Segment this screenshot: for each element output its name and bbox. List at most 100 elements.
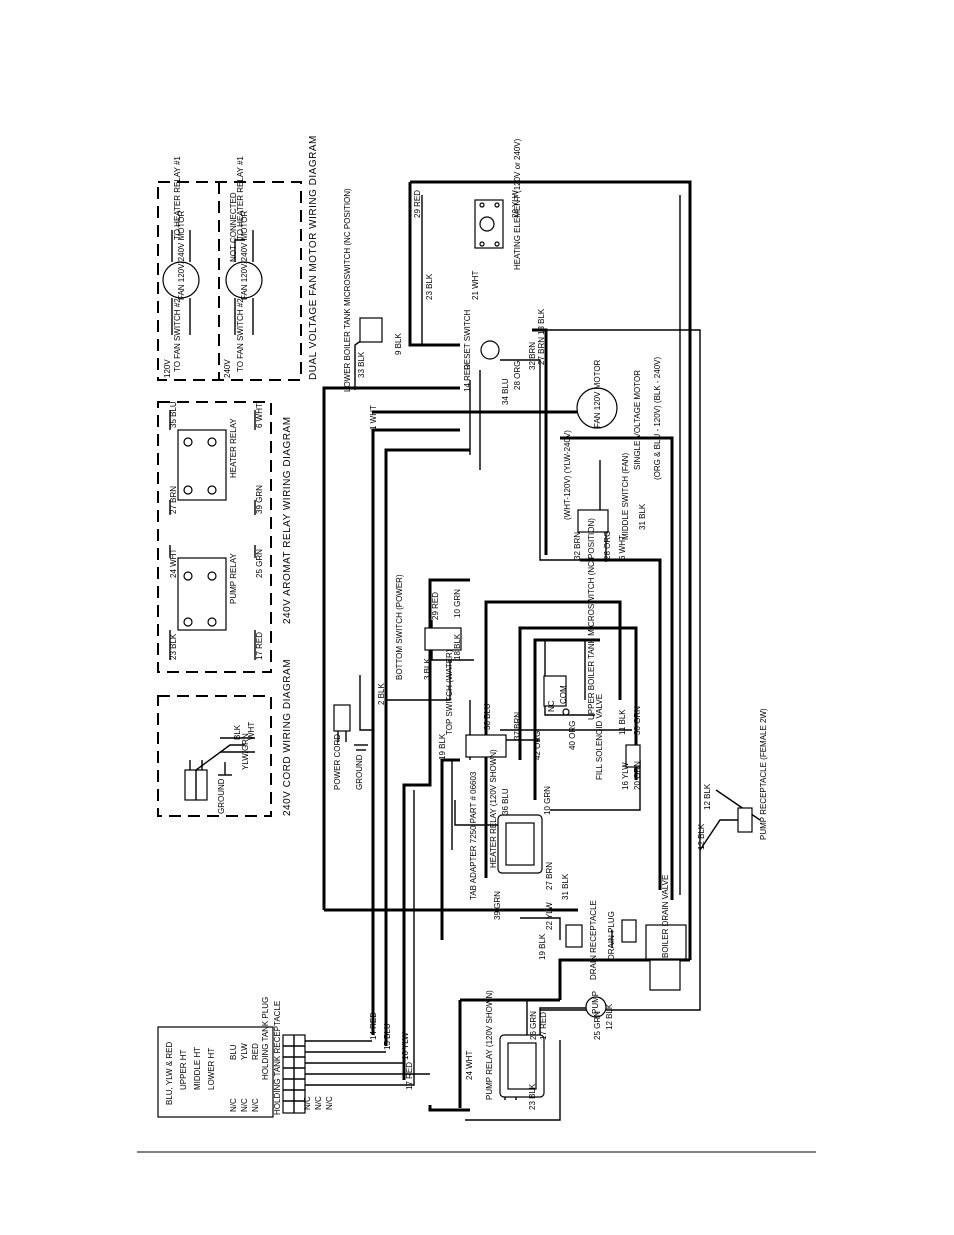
fan240-to-right: TO HEATER RELAY #1 xyxy=(236,156,245,240)
wl-39: 39 GRN xyxy=(493,891,502,920)
wl-27b: 27 BRN xyxy=(545,862,554,890)
aromat-w17: 17 RED xyxy=(255,632,264,660)
wl-31: 31 BLK xyxy=(638,503,647,530)
wl-12b: 12 BLK xyxy=(697,823,706,850)
wl-22b: 22 YLW xyxy=(545,902,554,930)
aromat-w6: 6 WHT xyxy=(255,403,264,428)
wl-31b: 31 BLK xyxy=(561,873,570,900)
upper-ht-label: UPPER HT xyxy=(179,1049,188,1090)
ground-label: GROUND xyxy=(355,754,364,790)
drain-plug: DRAIN PLUG xyxy=(607,911,637,960)
fan-motor-single: FAN 120V MOTOR SINGLE VOLTAGE MOTOR (ORG… xyxy=(576,357,662,480)
wl-22: 22 YLW xyxy=(511,190,520,218)
wl-38: 38 BLU xyxy=(483,703,492,730)
upper-nc-label: NC xyxy=(547,700,556,712)
drain-plug-label: DRAIN PLUG xyxy=(607,911,616,960)
wl-11: 11 BLK xyxy=(618,709,627,735)
wl-1: 1 WHT xyxy=(369,405,378,430)
wl-25: 25 GRN xyxy=(593,1011,602,1040)
pump-relay-label: PUMP RELAY (120V SHOWN) xyxy=(485,990,494,1100)
aromat-w23: 23 BLK xyxy=(169,633,178,660)
wl-18: 18 BLK xyxy=(453,633,462,660)
wl-42: 42 ORG xyxy=(533,731,542,760)
aromat-heater-relay-label: HEATER RELAY xyxy=(229,418,238,478)
pump-label: PUMP xyxy=(591,991,600,1014)
holding-tank-block: HOLDING TANK RECEPTACLE HOLDING TANK PLU… xyxy=(157,997,334,1118)
wl-9: 9 BLK xyxy=(394,333,403,355)
aromat-w24: 24 WHT xyxy=(169,549,178,578)
cord-inset: 240V CORD WIRING DIAGRAM GROUND BLK WHT … xyxy=(157,659,293,817)
fan-motor-240-symbol xyxy=(225,261,263,299)
wl-26: 26 GRN xyxy=(529,1011,538,1040)
cord-ground-label: GROUND xyxy=(217,778,226,814)
wl-20: 20 GRN xyxy=(633,761,642,790)
ht-pin2-color: YLW xyxy=(240,1043,249,1060)
wl-12: 12 BLK xyxy=(703,783,712,810)
middle-switch-label: MIDDLE SWITCH (FAN) xyxy=(621,453,630,540)
cord-g-label: YLW/GRN xyxy=(241,733,250,770)
power-cord: POWER CORD GROUND xyxy=(333,704,368,790)
wl-2: 2 BLK xyxy=(377,683,386,705)
wl-17b: 17 RED xyxy=(405,1062,414,1090)
wl-30: 30 GRN xyxy=(633,706,642,735)
fan240-to-left: TO FAN SWITCH #2 xyxy=(236,298,245,372)
wl-6: 6 WHT xyxy=(618,535,627,560)
aromat-title: 240V AROMAT RELAY WIRING DIAGRAM xyxy=(282,416,293,624)
pump-relay: PUMP RELAY (120V SHOWN) xyxy=(485,990,545,1100)
single-voltage-motor-label: SINGLE VOLTAGE MOTOR xyxy=(633,370,642,470)
wl-36: 36 BLU xyxy=(501,788,510,815)
wl-15: 15 BLU xyxy=(383,1023,392,1050)
wire-120-240-note: (WHT-120V) (YLW-240V) xyxy=(563,430,572,520)
middle-switch: MIDDLE SWITCH (FAN) (WHT-120V) (YLW-240V… xyxy=(563,430,630,540)
wl-32: 32 BRN xyxy=(528,342,537,370)
aromat-w35: 35 BLU xyxy=(169,401,178,428)
heater-relay: TAB ADAPTER 7250 PART # 06603 HEATER REL… xyxy=(469,749,543,900)
fan-motor-120-label: FAN 120V/240V MOTOR xyxy=(177,211,186,300)
thin-wires xyxy=(305,195,761,1121)
ht-pin1-color: BLU xyxy=(229,1044,238,1060)
aromat-pump-relay-label: PUMP RELAY xyxy=(229,553,238,604)
upper-tank-switch: UPPER BOILER TANK MICROSWITCH (NC POSITI… xyxy=(543,518,596,720)
pump: PUMP xyxy=(585,991,607,1018)
wl-10: 10 GRN xyxy=(453,589,462,618)
ext-nc-1: N/C xyxy=(303,1096,312,1110)
wl-12c: 12 BLK xyxy=(605,1003,614,1030)
upper-tank-label: UPPER BOILER TANK MICROSWITCH (NC POSITI… xyxy=(587,518,596,720)
cord-l1-label: BLK xyxy=(233,724,242,740)
wl-10b: 10 GRN xyxy=(543,786,552,815)
fan-240v-label: 240V xyxy=(223,359,232,378)
fan-motor-120-symbol xyxy=(162,261,200,299)
wl-13: 13 BLK xyxy=(537,308,546,335)
wl-16b: 16 YLW xyxy=(401,1032,410,1060)
wl-27: 27 BRN xyxy=(537,337,546,365)
aromat-relay-inset: 240V AROMAT RELAY WIRING DIAGRAM PUMP RE… xyxy=(157,401,293,673)
fan-motor-240-label: FAN 120V/240V MOTOR xyxy=(240,211,249,300)
upper-com-label: COM xyxy=(559,685,568,704)
wl-33: 33 BLK xyxy=(357,351,366,378)
aromat-heater-relay-box xyxy=(177,429,227,501)
wire-labels: 29 RED 22 YLW 23 BLK 21 WHT 13 BLK 27 BR… xyxy=(357,190,712,1110)
holding-tank-receptacle-label: HOLDING TANK RECEPTACLE xyxy=(273,1001,282,1115)
power-cord-label: POWER CORD xyxy=(333,734,342,790)
cord-l2-label: WHT xyxy=(247,722,256,740)
fan-motor-label: FAN 120V MOTOR xyxy=(593,359,602,428)
tab-adapter-label: TAB ADAPTER 7250 PART # 06603 xyxy=(469,771,478,900)
wl-23b: 23 BLK xyxy=(528,1083,537,1110)
wl-23: 23 BLK xyxy=(425,273,434,300)
cord-title: 240V CORD WIRING DIAGRAM xyxy=(282,659,293,816)
wl-32b: 32 BRN xyxy=(573,532,582,560)
heating-element-label: HEATING ELEMENT (120V or 240V) xyxy=(513,138,522,270)
reset-switch: RESET SWITCH xyxy=(463,309,500,370)
pump-receptacle-label: PUMP RECEPTACLE (FEMALE 2W) xyxy=(759,708,768,840)
bottom-switch: BOTTOM SWITCH (POWER) xyxy=(395,574,462,680)
fill-solenoid-label: FILL SOLENOID VALVE xyxy=(595,694,604,780)
wl-29b: 29 RED xyxy=(431,592,440,620)
fan-motor-color-note: (ORG & BLU - 120V) (BLK - 240V) xyxy=(653,357,662,480)
not-connected-label: NOT CONNECTED xyxy=(229,192,238,262)
aromat-pump-relay-box xyxy=(177,557,227,631)
wl-19b: 19 BLK xyxy=(538,933,547,960)
fill-solenoid: FILL SOLENOID VALVE xyxy=(595,694,641,780)
lower-tank-switch: LOWER BOILER TANK MICROSWITCH (NC POSITI… xyxy=(343,188,383,392)
fan120-to-left: TO FAN SWITCH #2 xyxy=(173,298,182,372)
